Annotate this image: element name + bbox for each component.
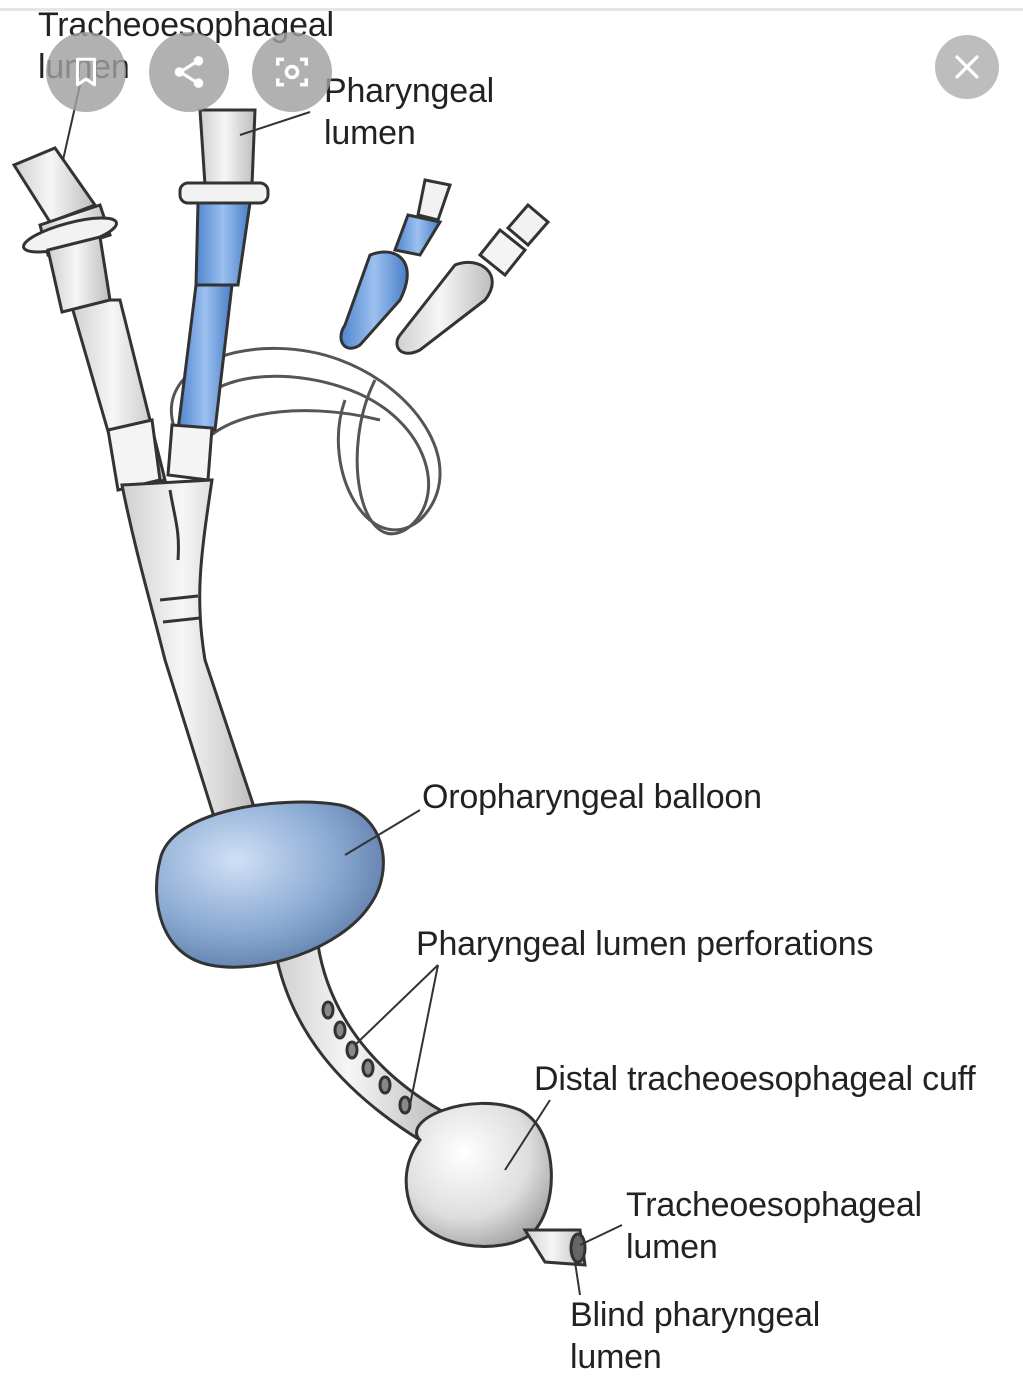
label-blind-2: lumen — [570, 1338, 662, 1376]
label-pharyngeal-2: lumen — [324, 114, 416, 152]
lens-button[interactable] — [252, 32, 332, 112]
label-tracheo-bottom-1: Tracheoesophageal — [626, 1186, 922, 1224]
share-button[interactable] — [149, 32, 229, 112]
save-button[interactable] — [46, 32, 126, 112]
label-oropharyngeal: Oropharyngeal balloon — [422, 778, 762, 816]
bookmark-icon — [69, 55, 103, 89]
label-tracheo-bottom-2: lumen — [626, 1228, 718, 1266]
distal-cuff — [406, 1103, 585, 1265]
tracheoesophageal-tube-upper — [14, 148, 165, 490]
label-distal-cuff: Distal tracheoesophageal cuff — [534, 1060, 976, 1098]
leader-lines — [63, 85, 622, 1295]
label-pharyngeal-1: Pharyngeal — [324, 72, 494, 110]
lens-icon — [273, 53, 311, 91]
label-blind-1: Blind pharyngeal — [570, 1296, 820, 1334]
main-tube — [122, 480, 255, 820]
close-icon — [952, 52, 982, 82]
pharyngeal-tube-upper — [168, 110, 268, 480]
share-icon — [170, 53, 208, 91]
close-button[interactable] — [935, 35, 999, 99]
oropharyngeal-balloon — [157, 802, 384, 967]
label-perforations: Pharyngeal lumen perforations — [416, 925, 873, 963]
